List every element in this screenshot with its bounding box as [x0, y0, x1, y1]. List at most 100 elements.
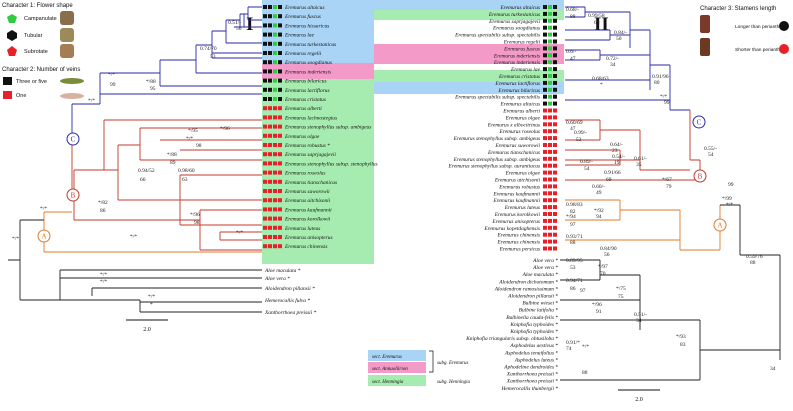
character-dot — [278, 87, 282, 92]
support-value: 0.98/83 — [566, 202, 583, 208]
section-legend: sect. Eremurus sect. Annuoliirion sect. … — [368, 350, 471, 386]
character-dot — [548, 18, 552, 23]
right-taxon: Eremurus alberti — [502, 109, 540, 115]
character-dot — [548, 32, 552, 37]
character-dot — [268, 207, 272, 212]
support-value: 94 — [596, 214, 602, 220]
character-dot — [548, 115, 552, 120]
left-taxon: Eremurus inderiensis — [284, 69, 331, 75]
support-value: 0.89/- — [580, 159, 593, 165]
character-dot — [553, 39, 557, 44]
character-dot — [543, 136, 547, 141]
support-value: */* — [88, 98, 95, 104]
character-dot — [273, 133, 277, 138]
support-value: 0.51/- — [228, 20, 241, 26]
character-dot — [268, 14, 272, 19]
support-value: 99 — [664, 100, 670, 106]
support-value: 34 — [610, 62, 616, 68]
sect-annuoliirion-band — [262, 63, 374, 79]
right-taxon: Eremurus lae — [510, 67, 541, 73]
character-dot — [268, 235, 272, 239]
right-taxon: Eremurus saprjagajevii — [488, 19, 540, 25]
character-dot — [273, 152, 277, 157]
legend-sect-henningia: sect. Henningia — [372, 380, 404, 385]
character-dot — [278, 133, 282, 138]
character-dot — [543, 32, 547, 37]
character-dot — [263, 5, 267, 9]
support-value: 50 — [616, 36, 622, 42]
character-dot — [543, 170, 547, 175]
character-dot — [278, 235, 282, 239]
right-taxon: Eremurus olgae — [505, 171, 541, 177]
support-value: */88 — [146, 79, 156, 85]
character-dot — [273, 5, 277, 9]
right-orange-branches — [565, 199, 721, 251]
character-dot — [543, 232, 547, 237]
character-dot — [273, 170, 277, 175]
scale-bar-right: 2.0 — [618, 389, 660, 403]
right-tree-branches — [560, 6, 781, 381]
legend-c3-title: Character 3: Stamens length — [700, 6, 776, 12]
support-value: 75 — [618, 294, 624, 300]
support-value: 0.72/- — [606, 56, 619, 62]
support-value: 98 — [196, 143, 202, 149]
support-value: 0.59/76 — [746, 254, 763, 260]
character-dot — [268, 23, 272, 28]
support-value: */* — [40, 206, 47, 212]
support-value: */* — [130, 234, 137, 240]
character-dot — [278, 14, 282, 19]
support-value: 0.91/66 — [604, 170, 621, 176]
support-value: 86 — [570, 286, 576, 292]
character-dot — [543, 60, 547, 65]
subrotate-icon — [7, 46, 17, 56]
right-taxon: Eremurus chinensis — [497, 233, 540, 239]
right-outgroup-taxon: Bulbine latifolia * — [519, 307, 559, 314]
node-b-left — [66, 188, 80, 202]
character-dot — [553, 94, 557, 99]
support-value: 0.74/70 — [200, 46, 217, 52]
character-dot — [278, 170, 282, 175]
character-dot — [548, 60, 552, 65]
left-taxon: Eremurus lactiflorus — [284, 87, 330, 94]
support-value: */97 — [598, 264, 608, 270]
character-dot — [263, 87, 267, 92]
right-outgroup-taxon: Asphodelus aestivus * — [509, 343, 558, 349]
character-dot — [263, 198, 267, 203]
right-taxon: Eremurus stenophyllus subsp. ambigeus — [453, 157, 540, 163]
right-blue-band-1 — [374, 0, 564, 10]
support-value: * — [150, 302, 153, 308]
character-dot — [553, 205, 557, 210]
support-value: */96 — [592, 302, 602, 308]
character-dot — [553, 225, 557, 230]
support-value: 0.99/- — [574, 130, 587, 136]
right-taxon: Eremurus inderiensis — [493, 60, 540, 66]
right-outgroup-taxon: Aloe vera * — [532, 265, 558, 271]
character-dot — [268, 170, 272, 175]
character-dot — [548, 25, 552, 30]
right-taxon: Eremurus fuscus — [503, 45, 540, 52]
support-value: */* — [148, 294, 155, 300]
blue-branch-4 — [72, 60, 262, 105]
left-taxon: Eremurus stenophyllus subsp. ambigeus — [284, 125, 371, 131]
character-dot — [548, 198, 552, 203]
character-dot — [263, 170, 267, 175]
legend-c1-item-1: Campanulate — [24, 16, 57, 22]
character-dot — [543, 67, 547, 72]
character-dot — [263, 143, 267, 147]
character-dot — [543, 108, 547, 113]
character-dot — [278, 216, 282, 221]
character-dot — [543, 218, 547, 223]
support-value: 0.55/- — [704, 146, 717, 152]
character-dot — [553, 122, 557, 127]
legend-characters-1-2: Character 1: Flower shape Campanulate Tu… — [2, 3, 84, 99]
support-value: 0.51/- — [634, 312, 647, 318]
character-dot — [278, 32, 282, 37]
right-taxon: Eremurus altaicus — [500, 102, 540, 108]
character-dot — [548, 205, 552, 210]
left-taxon: Eremurus aitchisonii — [284, 198, 331, 204]
character-dot — [553, 198, 557, 203]
character-dot — [263, 78, 267, 83]
character-dot — [268, 32, 272, 37]
character-dot — [553, 136, 557, 141]
character-dot — [268, 225, 272, 230]
